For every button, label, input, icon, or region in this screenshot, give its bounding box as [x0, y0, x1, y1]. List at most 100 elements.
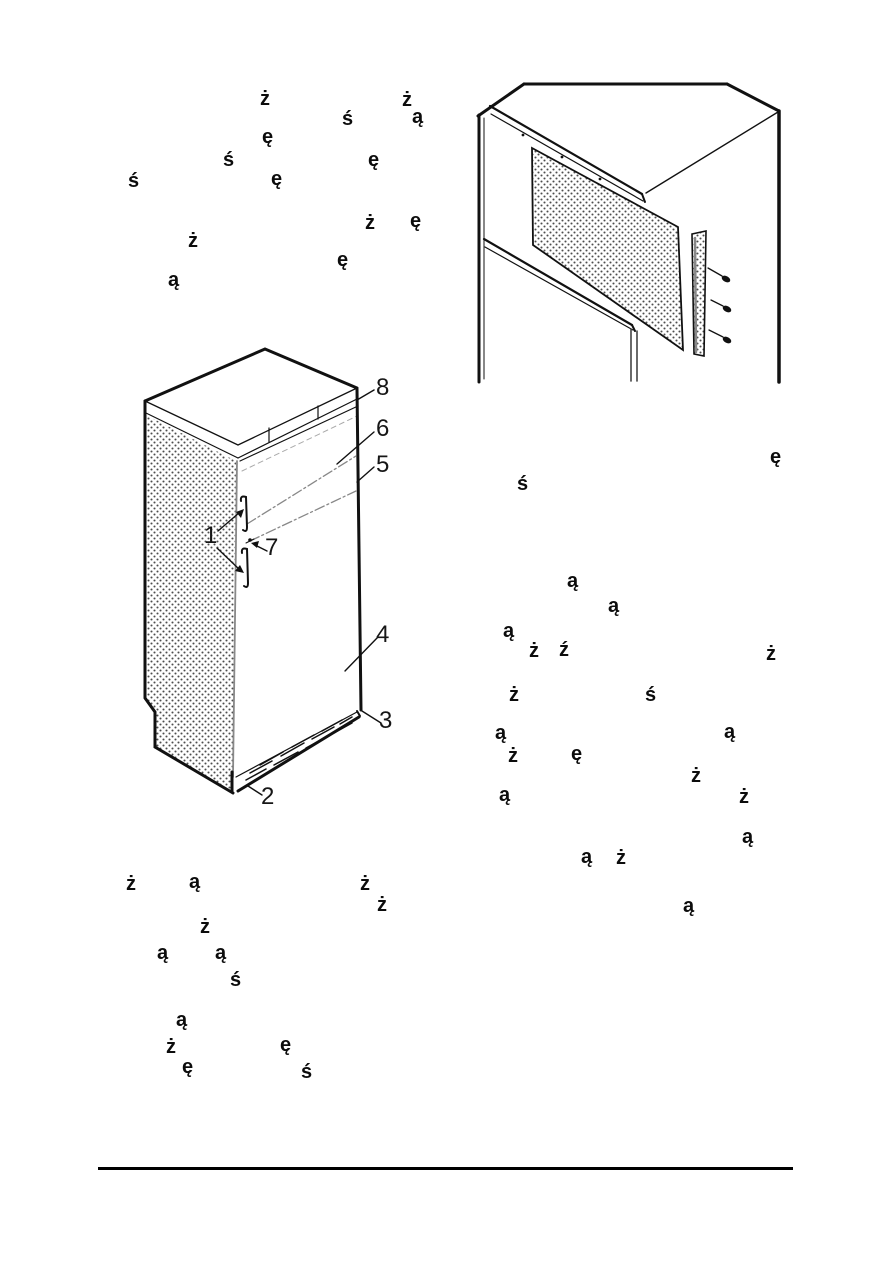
- top-rail-outer: [488, 104, 644, 196]
- faded-character: ą: [742, 826, 754, 848]
- faded-character: ś: [301, 1061, 313, 1083]
- leader-8: [356, 389, 375, 401]
- cabinet-top-right-corner: [725, 82, 781, 113]
- top-front-edge: [645, 111, 779, 194]
- decor-panel: [531, 146, 684, 352]
- faded-character: ę: [271, 168, 283, 190]
- faded-character: ą: [724, 721, 736, 743]
- leader-6: [336, 431, 375, 465]
- callout-label-7: 7: [265, 534, 279, 561]
- callout-label-3: 3: [379, 707, 393, 734]
- leader-4: [344, 636, 379, 672]
- lid-band-right: [237, 398, 358, 459]
- callout-label-1: 1: [204, 522, 218, 549]
- callout-label-2: 2: [261, 783, 275, 810]
- rail-screw-holes: [521, 133, 602, 181]
- faded-character: ś: [645, 684, 657, 706]
- faded-character: ż: [365, 212, 375, 234]
- faded-character: ż: [200, 916, 210, 938]
- faded-character: ż: [377, 894, 387, 916]
- screw-icon: [710, 299, 732, 313]
- faded-character: ż: [691, 765, 701, 787]
- grille-right-end: [356, 710, 361, 717]
- faded-character: ą: [189, 871, 201, 893]
- faded-character: ą: [567, 570, 579, 592]
- faded-character: ę: [410, 210, 422, 232]
- faded-character: ę: [337, 249, 349, 271]
- grille-slats: [245, 716, 353, 781]
- faded-character: ż: [260, 88, 270, 110]
- screw-icon: [707, 267, 731, 283]
- door-top-seam: [241, 415, 358, 472]
- trim-strip-shadow-edge: [693, 236, 698, 354]
- faded-character: ą: [683, 895, 695, 917]
- cabinet-right-edge: [355, 387, 363, 712]
- door-top-edge: [239, 405, 359, 462]
- screw-icon: [708, 329, 732, 344]
- callout-leaders: [216, 389, 382, 796]
- leader-arrowheads: [235, 509, 259, 573]
- top-rail-inner: [490, 113, 644, 202]
- callout-label-5: 5: [376, 451, 390, 478]
- divider-rail-outer: [482, 237, 634, 327]
- faded-character: ą: [495, 722, 507, 744]
- faded-character: ą: [503, 620, 515, 642]
- cabinet-left-outline: [143, 399, 235, 795]
- faded-character: ę: [280, 1034, 292, 1056]
- faded-character: ę: [770, 446, 782, 468]
- faded-character: ś: [230, 969, 242, 991]
- door-seam-upper: [246, 455, 357, 525]
- lid-band-left: [145, 412, 239, 459]
- faded-character: ą: [581, 846, 593, 868]
- faded-character: ś: [342, 108, 354, 130]
- callout-label-8: 8: [376, 374, 390, 401]
- leader-2: [247, 785, 263, 796]
- faded-character: ś: [128, 170, 140, 192]
- hinge-pin-tick: [245, 538, 255, 544]
- door-handle-upper-clip: [239, 495, 249, 532]
- faded-character: ź: [559, 639, 569, 661]
- faded-character: ś: [223, 149, 235, 171]
- faded-character: ą: [215, 942, 227, 964]
- grille-bottom-edge: [236, 715, 361, 793]
- leader-3: [361, 710, 382, 724]
- leader-5: [356, 466, 375, 483]
- door-handle-lower-clip: [240, 547, 250, 588]
- faded-character: ż: [509, 684, 519, 706]
- faded-character: ż: [529, 640, 539, 662]
- faded-character: ą: [412, 106, 424, 128]
- faded-character: ż: [360, 873, 370, 895]
- faded-character: ę: [182, 1056, 194, 1078]
- side-panel-stipple: [145, 415, 236, 791]
- faded-character: ż: [402, 89, 412, 111]
- faded-character: ą: [157, 942, 169, 964]
- leader-1-upper: [217, 511, 241, 532]
- faded-character: ż: [508, 745, 518, 767]
- faded-character: ż: [166, 1036, 176, 1058]
- faded-character: ę: [368, 149, 380, 171]
- faded-character: ą: [168, 269, 180, 291]
- faded-character: ą: [608, 595, 620, 617]
- cabinet-top-left-corner: [476, 82, 526, 118]
- right-figure: [476, 82, 781, 384]
- leader-1-lower: [216, 547, 241, 571]
- divider-rail-endcap: [631, 324, 636, 332]
- faded-character: ę: [571, 743, 583, 765]
- callout-label-4: 4: [376, 621, 390, 648]
- divider-rail-inner: [484, 246, 634, 331]
- faded-character: ż: [188, 230, 198, 252]
- callout-label-6: 6: [376, 415, 390, 442]
- faded-character: ż: [739, 786, 749, 808]
- top-face-back-edges: [143, 347, 359, 403]
- footer-rule: [98, 1167, 793, 1170]
- door-seam-lower: [249, 490, 357, 542]
- faded-character: ż: [766, 643, 776, 665]
- faded-character: ą: [499, 784, 511, 806]
- faded-character: ż: [616, 847, 626, 869]
- top-face-front-edges: [144, 387, 358, 446]
- faded-character: ś: [517, 473, 529, 495]
- left-figure: [143, 347, 382, 796]
- top-rail-endcap: [641, 193, 646, 203]
